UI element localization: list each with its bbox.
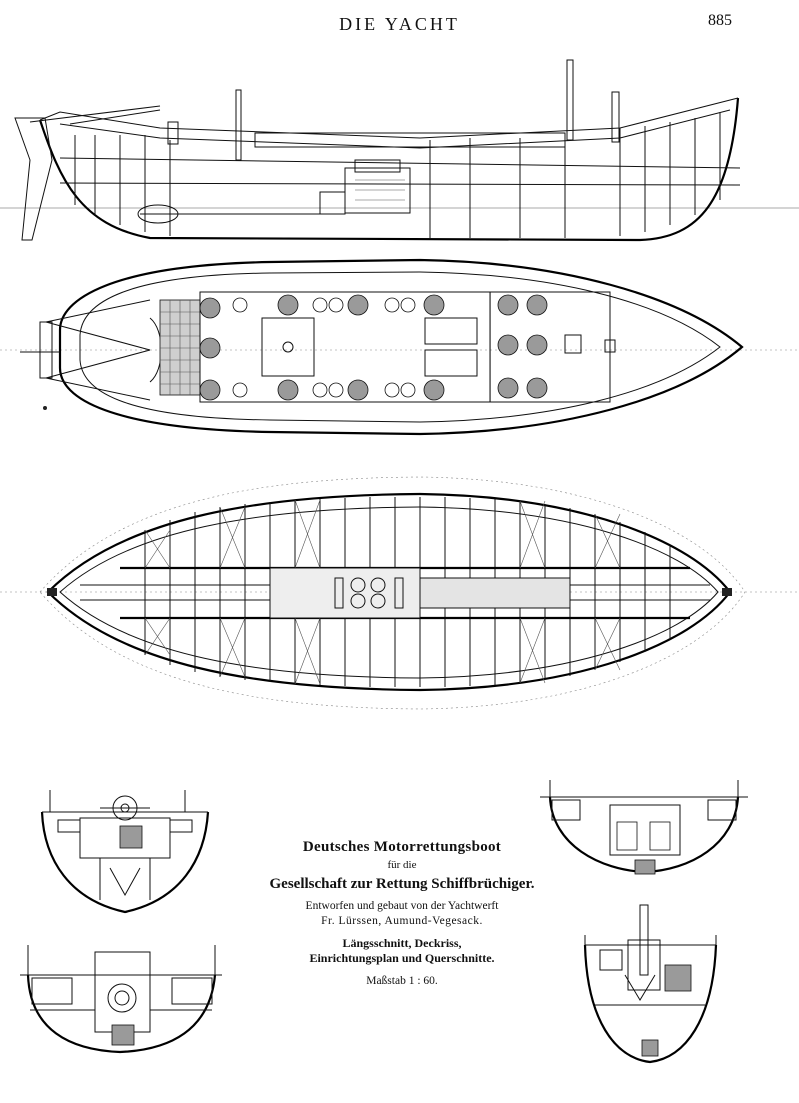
- arrangement-plan: [0, 476, 799, 710]
- caption-contents-line-1: Längsschnitt, Deckriss,: [342, 936, 462, 950]
- caption-contents-line-2: Einrichtungsplan und Querschnitte.: [309, 951, 495, 965]
- longitudinal-section: [0, 59, 799, 242]
- cross-section-bottom-left: [20, 945, 222, 1054]
- caption-organization: Gesellschaft zur Rettung Schiffbrüchiger…: [269, 875, 535, 892]
- caption-title: Deutsches Motorrettungsboot: [302, 839, 502, 855]
- air-tank-row-top: [199, 294, 548, 319]
- cross-section-top-left: [40, 790, 210, 914]
- air-tank-row-bottom: [199, 377, 548, 401]
- air-tank-row-middle: [199, 334, 548, 359]
- caption-scale: Maßstab 1 : 60.: [366, 975, 438, 987]
- journal-title: DIE YACHT: [339, 14, 460, 34]
- caption-fuer: für die: [387, 858, 417, 871]
- cross-section-top-right: [540, 780, 748, 875]
- caption-design-line: Entworfen und gebaut von der Yachtwerft: [305, 900, 499, 913]
- page-number: 885: [708, 12, 732, 29]
- deck-plan: [0, 258, 799, 436]
- cross-section-bottom-right: [583, 904, 718, 1064]
- caption-yard-line: Fr. Lürssen, Aumund-Vegesack.: [321, 914, 483, 927]
- drawing-caption: Deutsches Motorrettungsboot für die Gese…: [232, 838, 572, 988]
